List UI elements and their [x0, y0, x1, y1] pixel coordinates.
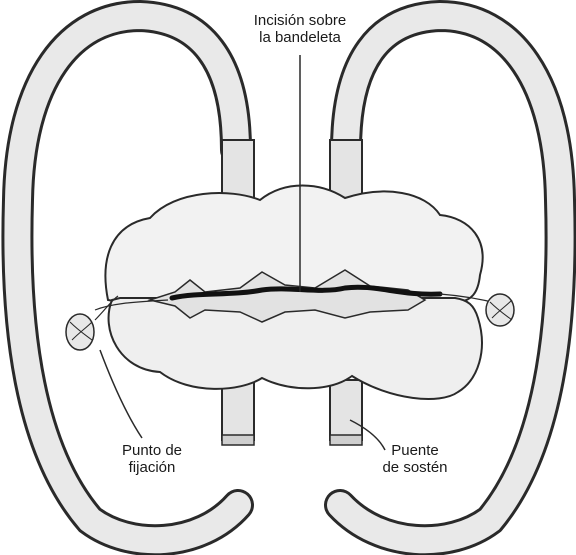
- fixation-point-label-line1: Punto de: [104, 442, 200, 459]
- incision-label-line2: la bandeleta: [236, 29, 364, 46]
- lower-tissue-lobe: [109, 298, 482, 399]
- support-bridge-label-line2: de sostén: [370, 459, 460, 476]
- right-fixation-knot: [486, 294, 514, 326]
- upper-tissue-lobe: [105, 186, 482, 303]
- fixation-point-label-line2: fijación: [104, 459, 200, 476]
- support-bridge-label-line1: Puente: [370, 442, 460, 459]
- support-bridge-label: Puente de sostén: [370, 442, 460, 476]
- incision-label: Incisión sobre la bandeleta: [236, 12, 364, 46]
- incision-label-line1: Incisión sobre: [236, 12, 364, 29]
- fixation-point-label: Punto de fijación: [104, 442, 200, 476]
